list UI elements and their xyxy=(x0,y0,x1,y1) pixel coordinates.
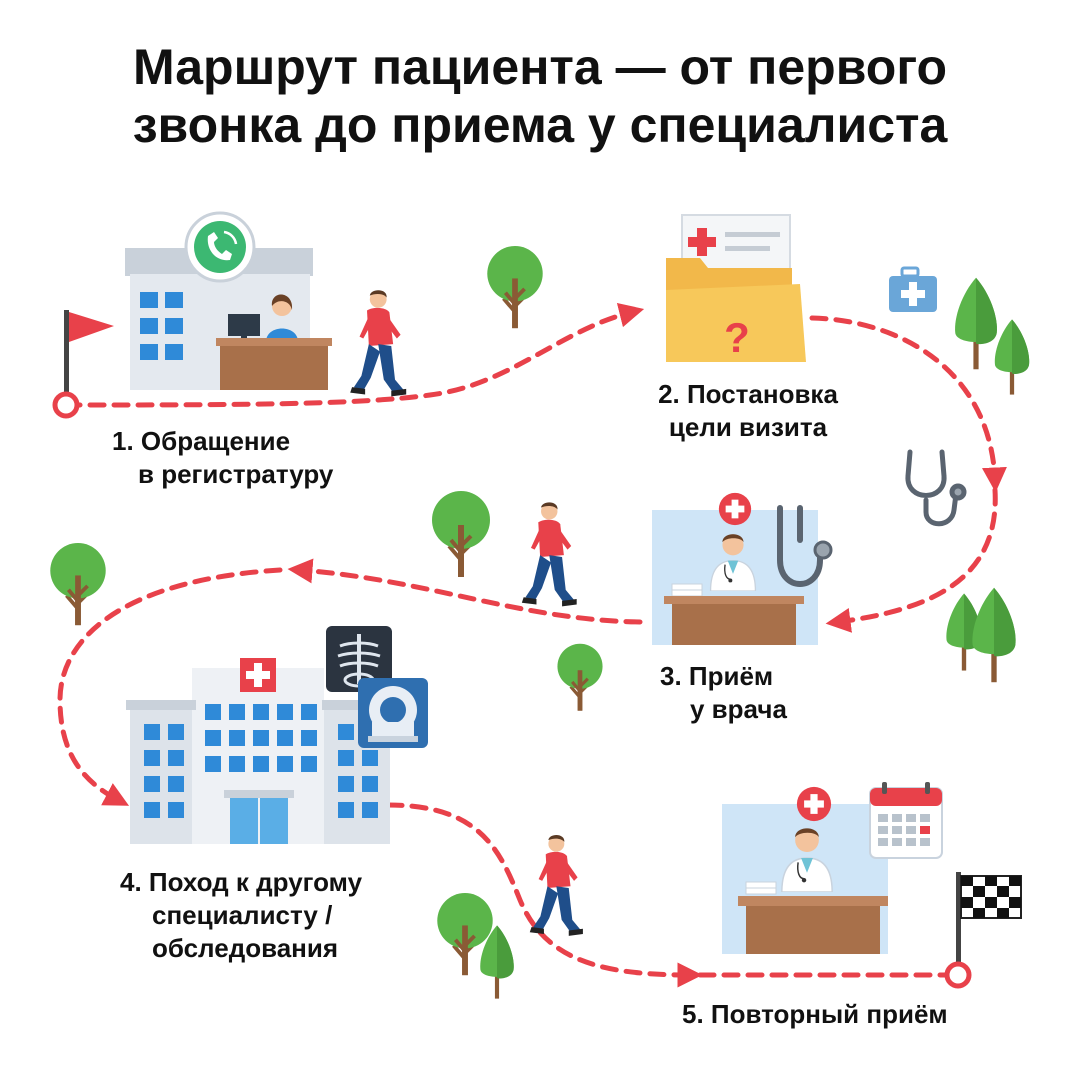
pine-tree-icon xyxy=(955,277,997,370)
pine-tree-icon xyxy=(972,587,1016,683)
step-4-label: 4. Поход к другому специалисту / обследо… xyxy=(120,866,362,965)
step-2-line-1: 2. Постановка xyxy=(658,379,838,409)
calendar-icon xyxy=(869,782,943,859)
tree-icon xyxy=(432,491,490,577)
walking-person-icon xyxy=(529,835,583,936)
step-3-line-2: у врача xyxy=(690,694,787,724)
walking-person-icon xyxy=(521,502,577,607)
tree-icon xyxy=(487,246,542,328)
pine-tree-icon xyxy=(994,319,1030,395)
step-1-label: 1. Обращение в регистратуру xyxy=(112,425,333,491)
step-2-label: 2. Постановка цели визита xyxy=(628,378,868,444)
step-1-line-1: 1. Обращение xyxy=(112,426,291,456)
title-line-1: Маршрут пациента — от первого xyxy=(132,39,948,95)
title-line-2: звонка до приема у специалиста xyxy=(132,97,948,153)
svg-text:?: ? xyxy=(724,314,750,361)
mri-scanner-icon xyxy=(358,678,428,748)
step-5-label: 5. Повторный приём xyxy=(682,998,948,1031)
hospital-building-icon xyxy=(126,658,392,844)
doctor-appointment-icon xyxy=(652,492,833,645)
tree-icon xyxy=(48,542,108,628)
step-4-line-2: специалисту / xyxy=(152,900,333,930)
reception-building-icon xyxy=(125,211,332,390)
step-3-line-1: 3. Приём xyxy=(660,661,774,691)
tree-icon xyxy=(555,643,605,713)
stethoscope-icon xyxy=(905,449,967,527)
walking-person-icon xyxy=(350,290,407,397)
start-flag-icon xyxy=(52,310,114,419)
step-4-line-1: 4. Поход к другому xyxy=(120,867,363,897)
step-4-line-3: обследования xyxy=(152,933,339,963)
step-5-line-1: 5. Повторный приём xyxy=(682,999,948,1029)
step-3-label: 3. Приём у врача xyxy=(660,660,787,726)
step-1-line-2: в регистратуру xyxy=(138,459,334,489)
finish-flag-icon xyxy=(944,872,1022,989)
medical-folder-icon: ? xyxy=(666,214,806,362)
page-title: Маршрут пациента — от первого звонка до … xyxy=(0,38,1080,154)
route-path xyxy=(57,302,1007,988)
first-aid-kit-icon xyxy=(889,266,937,312)
follow-up-appointment-icon xyxy=(722,786,888,954)
step-2-line-2: цели визита xyxy=(668,412,828,442)
